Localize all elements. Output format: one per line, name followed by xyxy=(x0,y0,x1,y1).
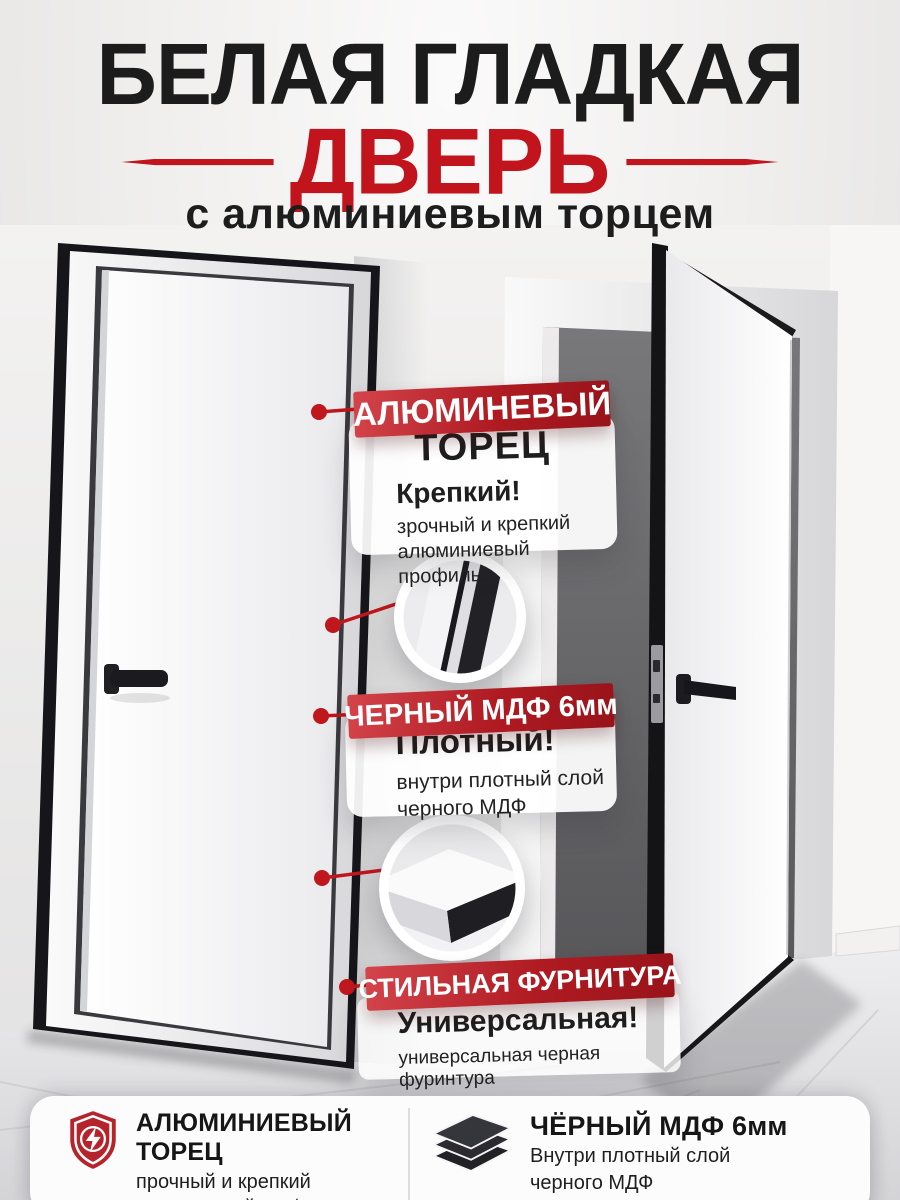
feature-desc-line: черного МДФ xyxy=(530,1172,654,1194)
corner-profile-inset xyxy=(379,815,525,961)
callout-description: внутри плотный слой черного МДФ xyxy=(396,764,617,823)
open-door-leaf xyxy=(646,243,796,1072)
feature-aluminum-edge: АЛЮМИНИЕВЫЙ ТОРЕЦ прочный и крепкий алюм… xyxy=(30,1096,408,1200)
edge-profile-inset xyxy=(394,551,526,683)
title-dash-right xyxy=(626,158,779,166)
edge-profile-illustration xyxy=(394,551,526,683)
feature-text: ЧЁРНЫЙ МДФ 6мм Внутри плотный слой черно… xyxy=(530,1109,788,1200)
page-title-line2: ДВЕРЬ xyxy=(289,109,611,215)
callout-desc-line: черного МДФ xyxy=(396,794,527,822)
feature-desc-line: прочный и крепкий xyxy=(136,1171,311,1193)
door-handle-left xyxy=(104,664,170,703)
callout-description: универсальная черная фуринтура xyxy=(398,1041,681,1092)
title-dash-left xyxy=(121,158,274,166)
callout-desc-line: внутри плотный слой xyxy=(396,766,605,795)
features-divider xyxy=(408,1108,410,1200)
feature-title: ЧЁРНЫЙ МДФ 6мм xyxy=(530,1111,788,1141)
feature-text: АЛЮМИНИЕВЫЙ ТОРЕЦ прочный и крепкий алюм… xyxy=(136,1109,352,1200)
callout-desc-line: алюминиевый профиль xyxy=(397,537,530,589)
page-title-line1: БЕЛАЯ ГЛАДКАЯ xyxy=(96,25,804,123)
feature-black-mdf: ЧЁРНЫЙ МДФ 6мм Внутри плотный слой черно… xyxy=(410,1096,870,1200)
corner-profile-illustration xyxy=(379,815,525,961)
page-title-line2-row: ДВЕРЬ xyxy=(0,109,900,215)
page-subtitle: с алюминиевым торцем xyxy=(185,190,715,238)
callout-highlight: Крепкий! xyxy=(395,475,522,510)
door-lock-plate xyxy=(651,645,663,723)
shield-lightning-icon xyxy=(70,1111,116,1169)
callout-desc-line: универсальная черная фуринтура xyxy=(398,1043,601,1091)
feature-title-line: ТОРЕЦ xyxy=(136,1138,223,1166)
feature-title-line: АЛЮМИНИЕВЫЙ xyxy=(136,1109,352,1137)
baseboard xyxy=(835,925,900,957)
features-panel: АЛЮМИНИЕВЫЙ ТОРЕЦ прочный и крепкий алюм… xyxy=(30,1096,870,1200)
feature-desc-line: Внутри плотный слой xyxy=(530,1145,731,1167)
feature-title: АЛЮМИНИЕВЫЙ ТОРЕЦ xyxy=(136,1109,352,1167)
door-handle-right xyxy=(676,674,736,704)
closed-door xyxy=(26,243,380,1084)
callout-description: зрочный и крепкий алюминиевый профиль xyxy=(397,510,619,590)
mdf-layers-icon xyxy=(431,1113,513,1172)
feature-desc-line: алюминневый профиль xyxy=(136,1196,352,1200)
